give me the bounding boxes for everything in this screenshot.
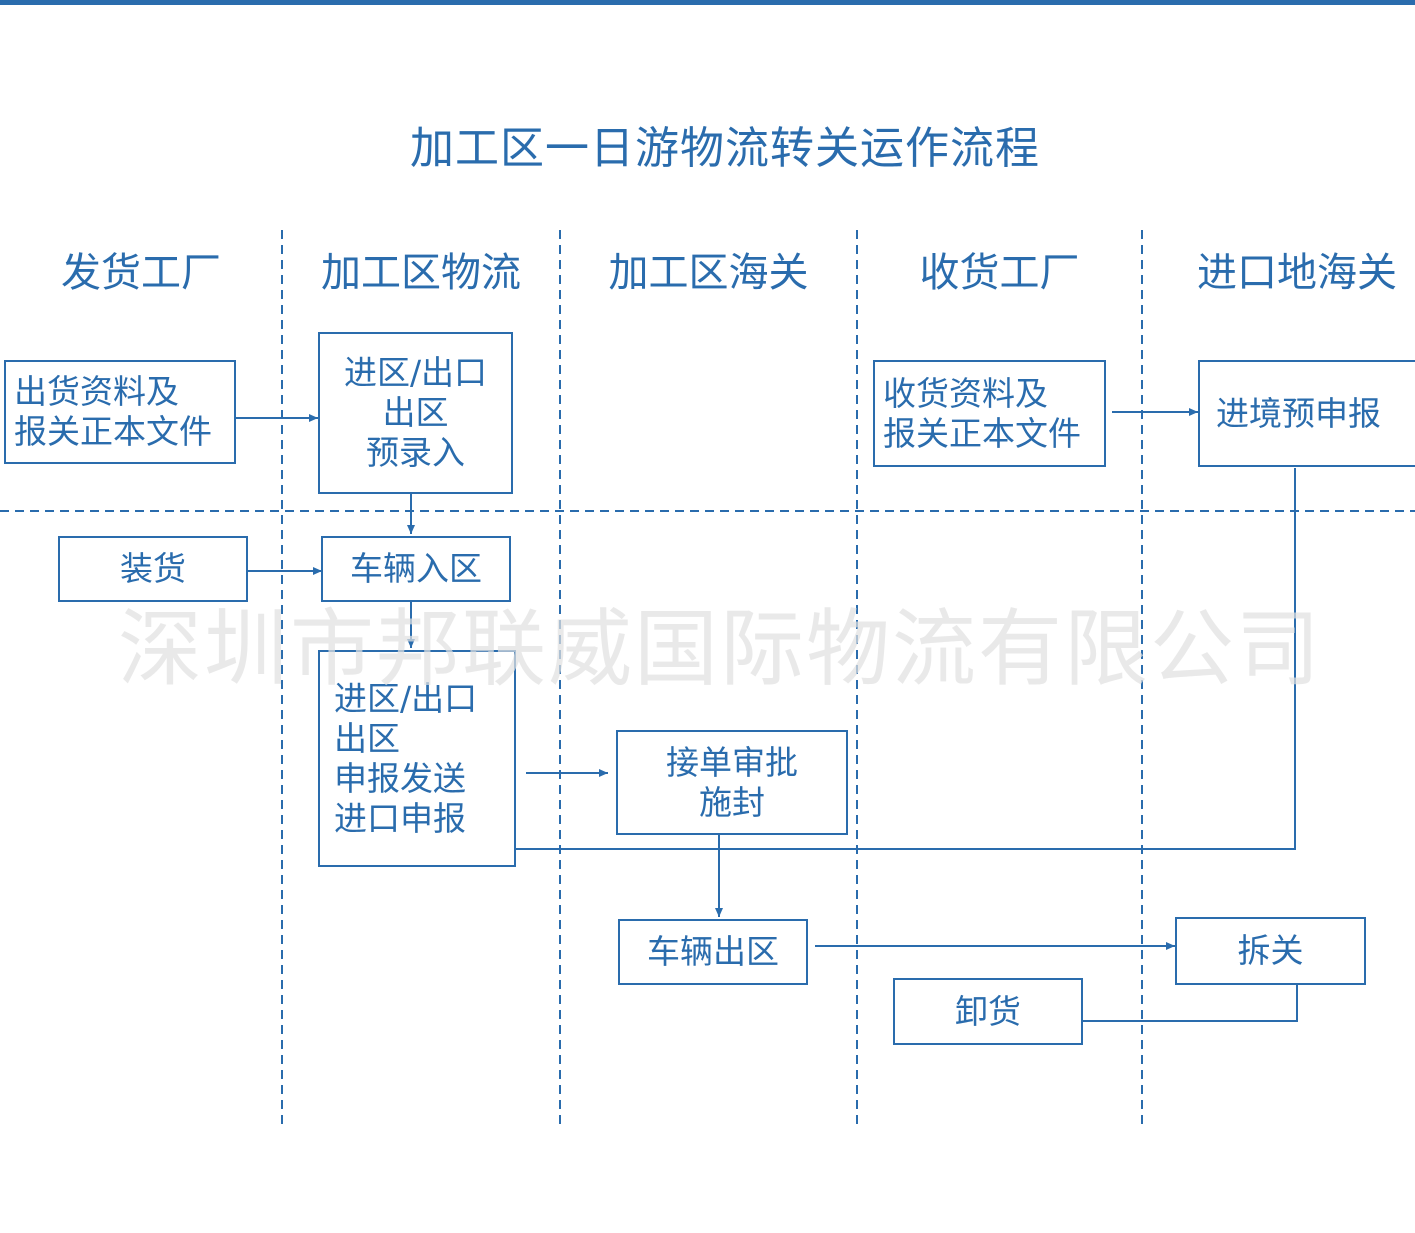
- box-vehicle-exit: 车辆出区: [618, 919, 808, 985]
- box-shipping-docs: 出货资料及 报关正本文件: [4, 360, 236, 464]
- lane-header-receiving-factory: 收货工厂: [919, 250, 1080, 296]
- box-declaration-send: 进区/出口 出区 申报发送 进口申报: [318, 650, 516, 867]
- box-receiving-docs: 收货资料及 报关正本文件: [873, 360, 1106, 467]
- box-loading: 装货: [58, 536, 248, 602]
- top-accent-bar: [0, 0, 1415, 5]
- box-entry-pre-declaration: 进境预申报: [1198, 360, 1415, 467]
- lane-header-zone-customs: 加工区海关: [608, 250, 809, 296]
- box-unseal: 拆关: [1175, 917, 1366, 985]
- line-unseal-to-unloading: [1083, 985, 1298, 1022]
- lane-header-import-customs: 进口地海关: [1197, 250, 1397, 296]
- box-pre-entry: 进区/出口 出区 预录入: [318, 332, 513, 494]
- box-vehicle-enter: 车辆入区: [321, 536, 511, 602]
- diagram-title: 加工区一日游物流转关运作流程: [410, 123, 1040, 174]
- line-predeclare-to-declaration: [516, 468, 1296, 850]
- lane-header-zone-logistics: 加工区物流: [321, 250, 521, 296]
- box-approve-seal: 接单审批 施封: [616, 730, 848, 835]
- box-unloading: 卸货: [893, 978, 1083, 1045]
- lane-header-shipping-factory: 发货工厂: [61, 250, 221, 296]
